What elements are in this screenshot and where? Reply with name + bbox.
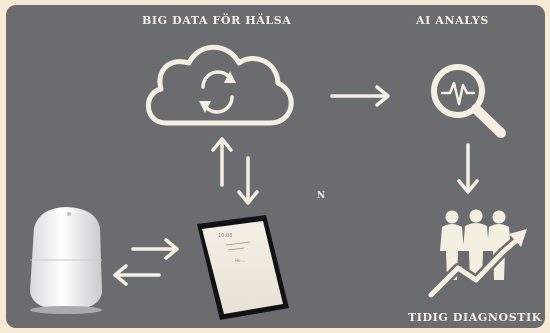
ai-analysis-label: AI ANALYS [416, 14, 489, 27]
vertical-sync-arrows-icon [211, 137, 259, 205]
home-device-icon [30, 207, 102, 314]
phone-screen-message: Ho ... [235, 258, 246, 263]
horizontal-sync-arrows-icon [113, 238, 179, 286]
magnifier-heartbeat-icon [431, 64, 506, 138]
early-diagnostics-label: TIDIG DIAGNOSTIK [408, 311, 542, 324]
center-letter-label: N [317, 191, 326, 201]
big-data-label: BIG DATA FÖR HÄLSA [142, 14, 292, 27]
diagram-graphics [30, 44, 527, 320]
diagram-canvas: BIG DATA FÖR HÄLSA AI ANALYS TIDIG DIAGN… [6, 5, 545, 328]
arrow-down-icon [457, 143, 479, 194]
people-growth-icon [426, 209, 527, 300]
cloud-sync-icon [145, 44, 294, 126]
phone-screen-time: 10:08 [218, 233, 233, 239]
smartphone-icon [197, 215, 289, 320]
arrow-right-icon [330, 85, 390, 107]
